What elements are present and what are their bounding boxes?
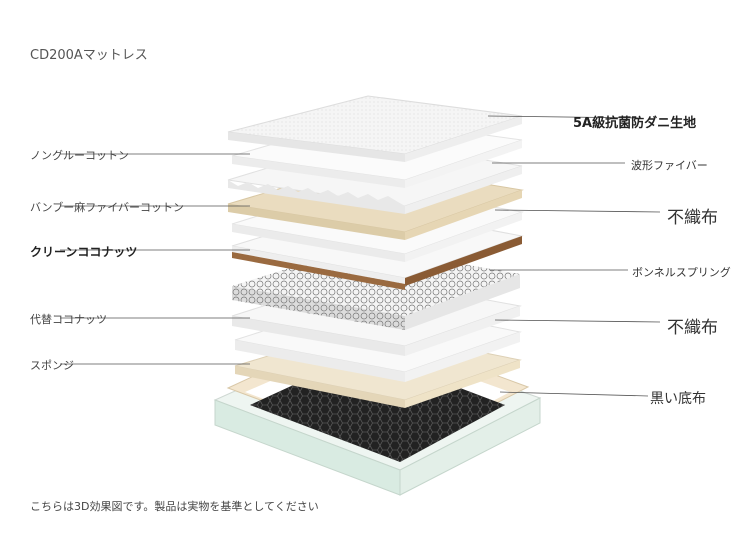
label-sponge: スポンジ (30, 359, 74, 372)
top-fabric-layer (227, 95, 523, 162)
left-leader-lines (60, 153, 250, 365)
page-title: CD200Aマットレス (30, 48, 148, 63)
label-anti-mite-fabric: 5A級抗菌防ダニ生地 (573, 116, 697, 131)
label-wave-fiber: 波形ファイバー (631, 159, 708, 172)
label-bamboo-fiber-cotton: バンブー麻ファイバーコットン (30, 201, 184, 214)
label-clean-coconut: クリーンココナッツ (30, 245, 138, 259)
right-leader-lines (487, 115, 661, 397)
label-nonwoven-lower: 不織布 (667, 318, 718, 338)
label-replacement-coconut: 代替ココナッツ (30, 313, 107, 326)
label-bonnell-spring: ボンネルスプリング (632, 266, 731, 279)
label-nonwoven-upper: 不織布 (667, 208, 718, 228)
label-bottom-cloth: 黒い底布 (650, 391, 706, 407)
label-non-glue-cotton: ノングルーコットン (30, 149, 129, 162)
footer-note: こちらは3D効果図です。製品は実物を基準としてください (30, 500, 319, 513)
